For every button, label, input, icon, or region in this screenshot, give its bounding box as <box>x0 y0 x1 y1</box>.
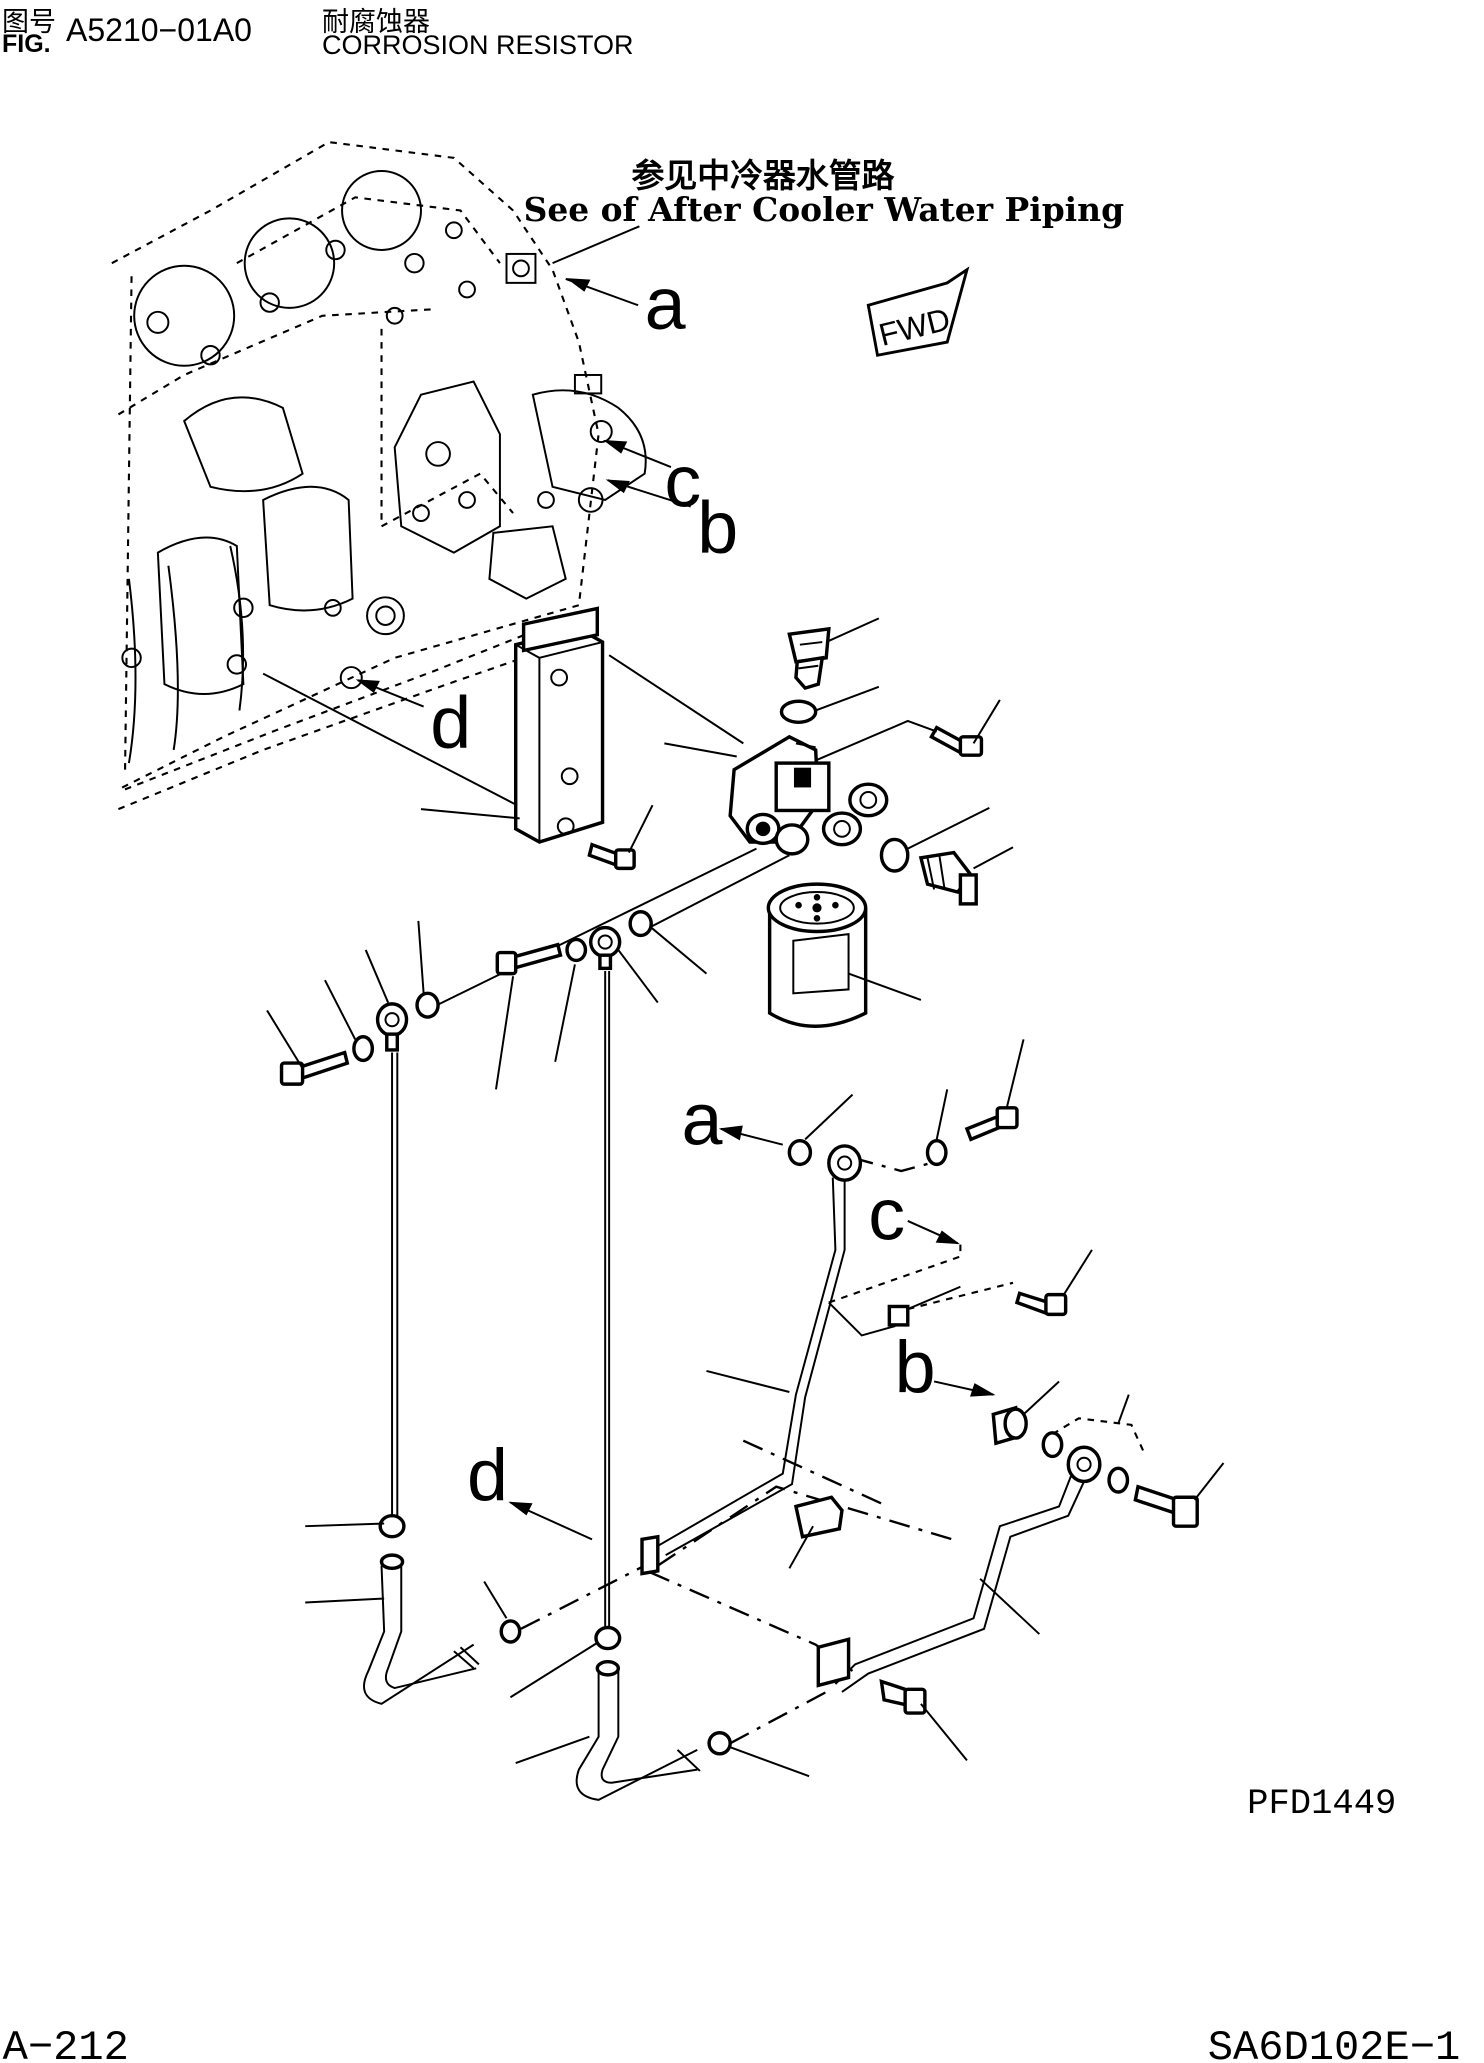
connection-label-b-top: b <box>697 486 738 569</box>
connection-label-d-top: d <box>430 680 471 763</box>
bolt-lower-b <box>1014 1291 1068 1317</box>
drawing-code: PFD1449 <box>1247 1783 1396 1824</box>
clamp-left <box>499 1619 522 1644</box>
figure-number: A5210−01A0 <box>66 12 252 48</box>
washer-lower-c <box>1041 1431 1064 1459</box>
side-washer <box>879 837 910 873</box>
model-code: SA6D102E−1 <box>1208 2024 1461 2063</box>
note-cn: 参见中冷器水管路 <box>631 156 894 195</box>
clamp-lower <box>707 1731 732 1756</box>
washer-lower-a <box>925 1138 948 1167</box>
svg-text:FWD: FWD <box>875 301 953 353</box>
washer-upper <box>628 910 653 938</box>
title-en: CORROSION RESISTOR <box>322 30 634 60</box>
bolt-left <box>279 1050 350 1086</box>
washer-left-top <box>415 991 440 1019</box>
pipe-upper <box>640 1144 863 1576</box>
engine-block <box>111 141 647 811</box>
bolt-lower-c <box>991 1405 1028 1446</box>
filter-head <box>728 734 889 856</box>
washer-lower-b <box>787 1138 813 1167</box>
connection-label-a-bottom: a <box>681 1078 722 1161</box>
connection-label-b-bottom: b <box>895 1325 936 1408</box>
note-en: See of After Cooler Water Piping <box>524 190 1124 229</box>
hose-center <box>575 1625 701 1801</box>
title-cn: 耐腐蚀器 <box>322 7 430 37</box>
top-fitting <box>787 626 831 691</box>
bolt-lower-a <box>964 1106 1019 1142</box>
fig-label-cn: 图号 <box>2 7 56 37</box>
o-ring <box>779 699 818 725</box>
connection-label-a-top: a <box>645 262 686 345</box>
page-number: A−212 <box>3 2024 129 2063</box>
side-fitting <box>918 850 978 906</box>
eye-fitting-middle <box>588 925 622 971</box>
upper-right-bolt <box>929 725 984 757</box>
washer-mid <box>565 937 588 963</box>
hose-left <box>363 1513 480 1705</box>
bracket-bolt <box>587 842 636 871</box>
bolt-middle <box>495 942 563 976</box>
connection-label-d-bottom: d <box>467 1433 508 1516</box>
pipe-lower <box>816 1445 1102 1693</box>
bracket-c <box>887 1304 910 1327</box>
eye-fitting-left <box>375 1002 409 1052</box>
bolt-lower-e <box>879 1678 927 1715</box>
spacer-block <box>793 1495 844 1539</box>
filter-cartridge <box>766 882 868 1028</box>
fwd-direction-tag: FWD <box>866 266 970 357</box>
washer-left <box>352 1035 375 1063</box>
washer-lower-d <box>1107 1466 1130 1494</box>
mounting-bracket <box>514 606 605 844</box>
connection-label-c-bottom: c <box>868 1172 905 1255</box>
fig-label-en: FIG. <box>2 30 51 58</box>
note-leader <box>552 225 640 265</box>
bolt-lower-d <box>1133 1484 1199 1528</box>
connection-label-c-top: c <box>664 440 701 523</box>
